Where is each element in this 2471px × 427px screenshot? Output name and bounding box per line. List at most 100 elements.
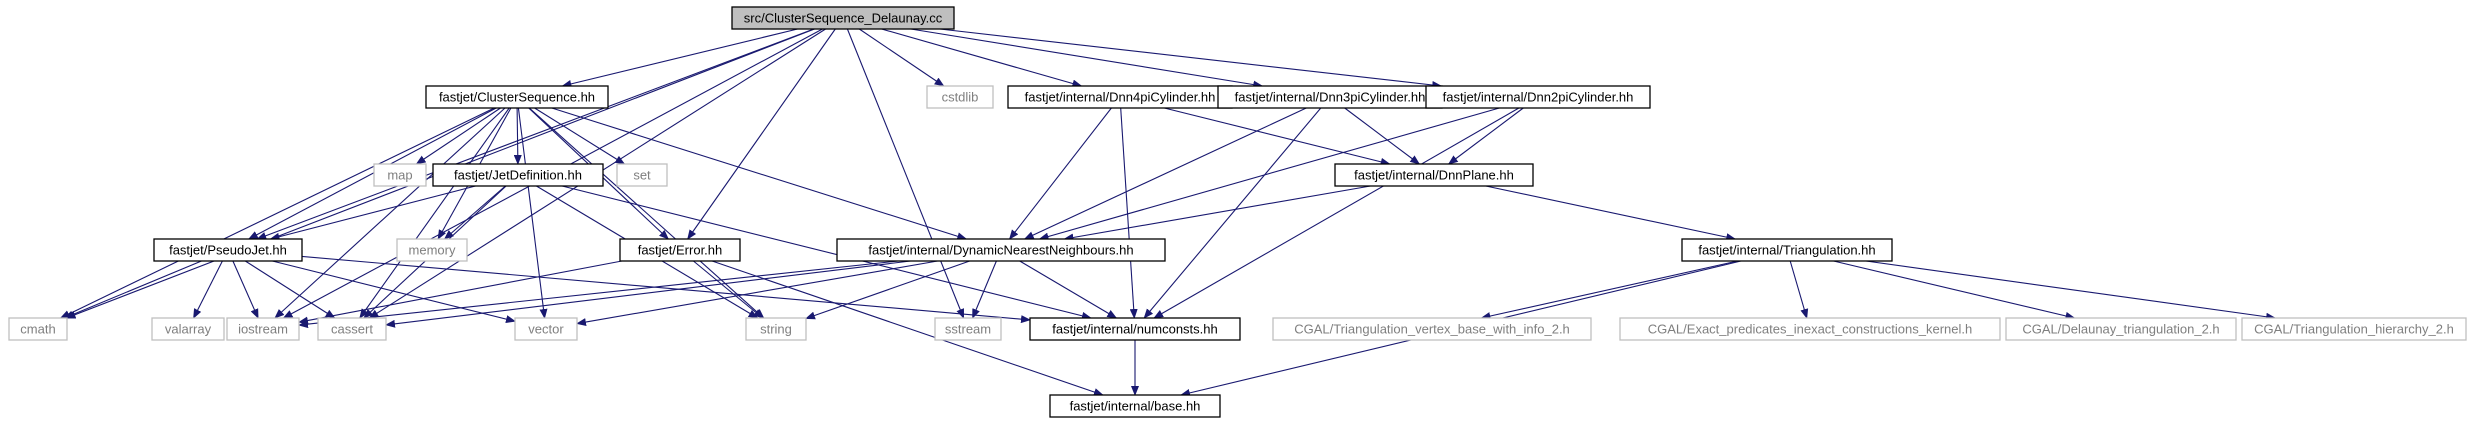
node-label: src/ClusterSequence_Delaunay.cc bbox=[744, 10, 943, 25]
node-map: map bbox=[373, 163, 427, 187]
node-box bbox=[151, 317, 225, 341]
edge-triangulation-to-cgal_exact bbox=[1789, 260, 1809, 319]
edge-dnn3-to-dnnplane bbox=[1344, 107, 1421, 165]
edge-root-to-cs bbox=[561, 28, 798, 88]
node-box bbox=[8, 317, 68, 341]
node-label: memory bbox=[409, 242, 456, 257]
edge-dnn4-to-numconsts bbox=[1120, 107, 1138, 319]
edge-root-to-pseudojet bbox=[256, 28, 814, 240]
edge-cs-to-vector bbox=[517, 107, 548, 319]
node-label: fastjet/internal/Triangulation.hh bbox=[1698, 242, 1875, 257]
edge-dnn4-to-dnn bbox=[1008, 107, 1112, 240]
node-box bbox=[2005, 317, 2237, 341]
node-cgal-exact: CGAL/Exact_predicates_inexact_constructi… bbox=[1619, 317, 2001, 341]
edge-cs-to-string bbox=[528, 107, 765, 319]
edge-dnnplane-to-dnn bbox=[1063, 185, 1371, 242]
node-label: fastjet/internal/Dnn2piCylinder.hh bbox=[1443, 89, 1634, 104]
node-label: CGAL/Triangulation_vertex_base_with_info… bbox=[1294, 321, 1570, 336]
node-label: fastjet/internal/numconsts.hh bbox=[1052, 321, 1217, 336]
edge-pseudojet-to-vector bbox=[272, 260, 516, 324]
edge-root-to-cstdlib bbox=[858, 28, 945, 87]
edge-dnn-to-vector bbox=[576, 260, 938, 327]
node-triangulation[interactable]: fastjet/internal/Triangulation.hh bbox=[1681, 238, 1893, 262]
edge-dnn2-to-numconsts bbox=[1153, 107, 1520, 319]
edge-pseudojet-to-numconsts bbox=[301, 255, 1031, 324]
node-label: fastjet/internal/Dnn3piCylinder.hh bbox=[1235, 89, 1426, 104]
node-iostream: iostream bbox=[226, 317, 300, 341]
node-label: fastjet/ClusterSequence.hh bbox=[439, 89, 595, 104]
node-label: string bbox=[760, 321, 792, 336]
edge-dnn-to-sstream bbox=[972, 260, 997, 319]
edge-dnn2-to-dnnplane bbox=[1447, 107, 1524, 165]
edge-cs-to-cassert bbox=[359, 107, 510, 319]
node-dnn[interactable]: fastjet/internal/DynamicNearestNeighbour… bbox=[836, 238, 1166, 262]
node-box bbox=[1619, 317, 2001, 341]
edge-cs-to-dnn bbox=[551, 107, 968, 241]
node-dnn2[interactable]: fastjet/internal/Dnn2piCylinder.hh bbox=[1425, 85, 1651, 109]
edge-cs-to-pseudojet bbox=[247, 107, 497, 240]
node-box bbox=[153, 238, 303, 262]
node-label: sstream bbox=[945, 321, 991, 336]
edge-dnn-to-numconsts bbox=[1019, 260, 1118, 319]
node-box bbox=[226, 317, 300, 341]
node-box bbox=[2241, 317, 2467, 341]
node-dnnplane[interactable]: fastjet/internal/DnnPlane.hh bbox=[1334, 163, 1534, 187]
node-jetdef[interactable]: fastjet/JetDefinition.hh bbox=[432, 163, 604, 187]
node-box bbox=[1334, 163, 1534, 187]
node-box bbox=[745, 317, 807, 341]
node-label: fastjet/internal/Dnn4piCylinder.hh bbox=[1025, 89, 1216, 104]
node-label: valarray bbox=[165, 321, 212, 336]
node-cstdlib: cstdlib bbox=[926, 85, 994, 109]
node-cs[interactable]: fastjet/ClusterSequence.hh bbox=[425, 85, 609, 109]
edge-triangulation-to-cgal_vb bbox=[1480, 260, 1738, 320]
node-box bbox=[514, 317, 578, 341]
node-box bbox=[934, 317, 1002, 341]
edge-jetdef-to-memory bbox=[443, 185, 506, 240]
node-box bbox=[425, 85, 609, 109]
node-box bbox=[317, 317, 387, 341]
node-label: fastjet/JetDefinition.hh bbox=[454, 167, 582, 182]
edge-jetdef-to-numconsts bbox=[561, 185, 1092, 320]
node-set: set bbox=[616, 163, 668, 187]
edge-pseudojet-to-cmath bbox=[63, 260, 202, 319]
node-label: CGAL/Exact_predicates_inexact_constructi… bbox=[1648, 321, 1972, 336]
edge-pseudojet-to-cassert bbox=[245, 260, 336, 319]
node-root[interactable]: src/ClusterSequence_Delaunay.cc bbox=[731, 6, 955, 30]
node-dnn4[interactable]: fastjet/internal/Dnn4piCylinder.hh bbox=[1007, 85, 1233, 109]
edge-root-to-dnn2 bbox=[939, 28, 1443, 89]
node-box bbox=[373, 163, 427, 187]
node-label: set bbox=[633, 167, 651, 182]
node-pseudojet[interactable]: fastjet/PseudoJet.hh bbox=[153, 238, 303, 262]
node-base[interactable]: fastjet/internal/base.hh bbox=[1049, 394, 1221, 418]
node-label: fastjet/Error.hh bbox=[638, 242, 723, 257]
node-box bbox=[1272, 317, 1592, 341]
node-cgal-delaunay: CGAL/Delaunay_triangulation_2.h bbox=[2005, 317, 2237, 341]
edge-dnn3-to-numconsts bbox=[1143, 107, 1322, 319]
edge-root-to-dnn3 bbox=[910, 28, 1264, 89]
node-numconsts[interactable]: fastjet/internal/numconsts.hh bbox=[1029, 317, 1241, 341]
node-box bbox=[836, 238, 1166, 262]
node-vector: vector bbox=[514, 317, 578, 341]
node-sstream: sstream bbox=[934, 317, 1002, 341]
node-box bbox=[432, 163, 604, 187]
nodes-layer: src/ClusterSequence_Delaunay.cc fastjet/C… bbox=[8, 6, 2467, 418]
edge-cs-to-cmath bbox=[59, 107, 495, 319]
edge-dnn2-to-dnn bbox=[1038, 107, 1500, 241]
node-cmath: cmath bbox=[8, 317, 68, 341]
edge-dnnplane-to-triangulation bbox=[1485, 185, 1737, 242]
edge-jetdef-to-pseudojet bbox=[269, 185, 476, 241]
edge-cs-to-set bbox=[534, 107, 626, 165]
node-string: string bbox=[745, 317, 807, 341]
node-label: cassert bbox=[331, 321, 373, 336]
node-error[interactable]: fastjet/Error.hh bbox=[619, 238, 741, 262]
node-dnn3[interactable]: fastjet/internal/Dnn3piCylinder.hh bbox=[1217, 85, 1443, 109]
node-label: vector bbox=[528, 321, 564, 336]
edge-root-to-dnn4 bbox=[881, 28, 1083, 88]
node-label: CGAL/Delaunay_triangulation_2.h bbox=[2022, 321, 2219, 336]
node-cgal-hier: CGAL/Triangulation_hierarchy_2.h bbox=[2241, 317, 2467, 341]
node-label: cmath bbox=[20, 321, 55, 336]
edge-dnn3-to-dnn bbox=[1023, 107, 1307, 240]
edge-triangulation-to-cgal_delaunay bbox=[1833, 260, 2076, 320]
edge-cs-to-jetdef bbox=[513, 107, 522, 165]
